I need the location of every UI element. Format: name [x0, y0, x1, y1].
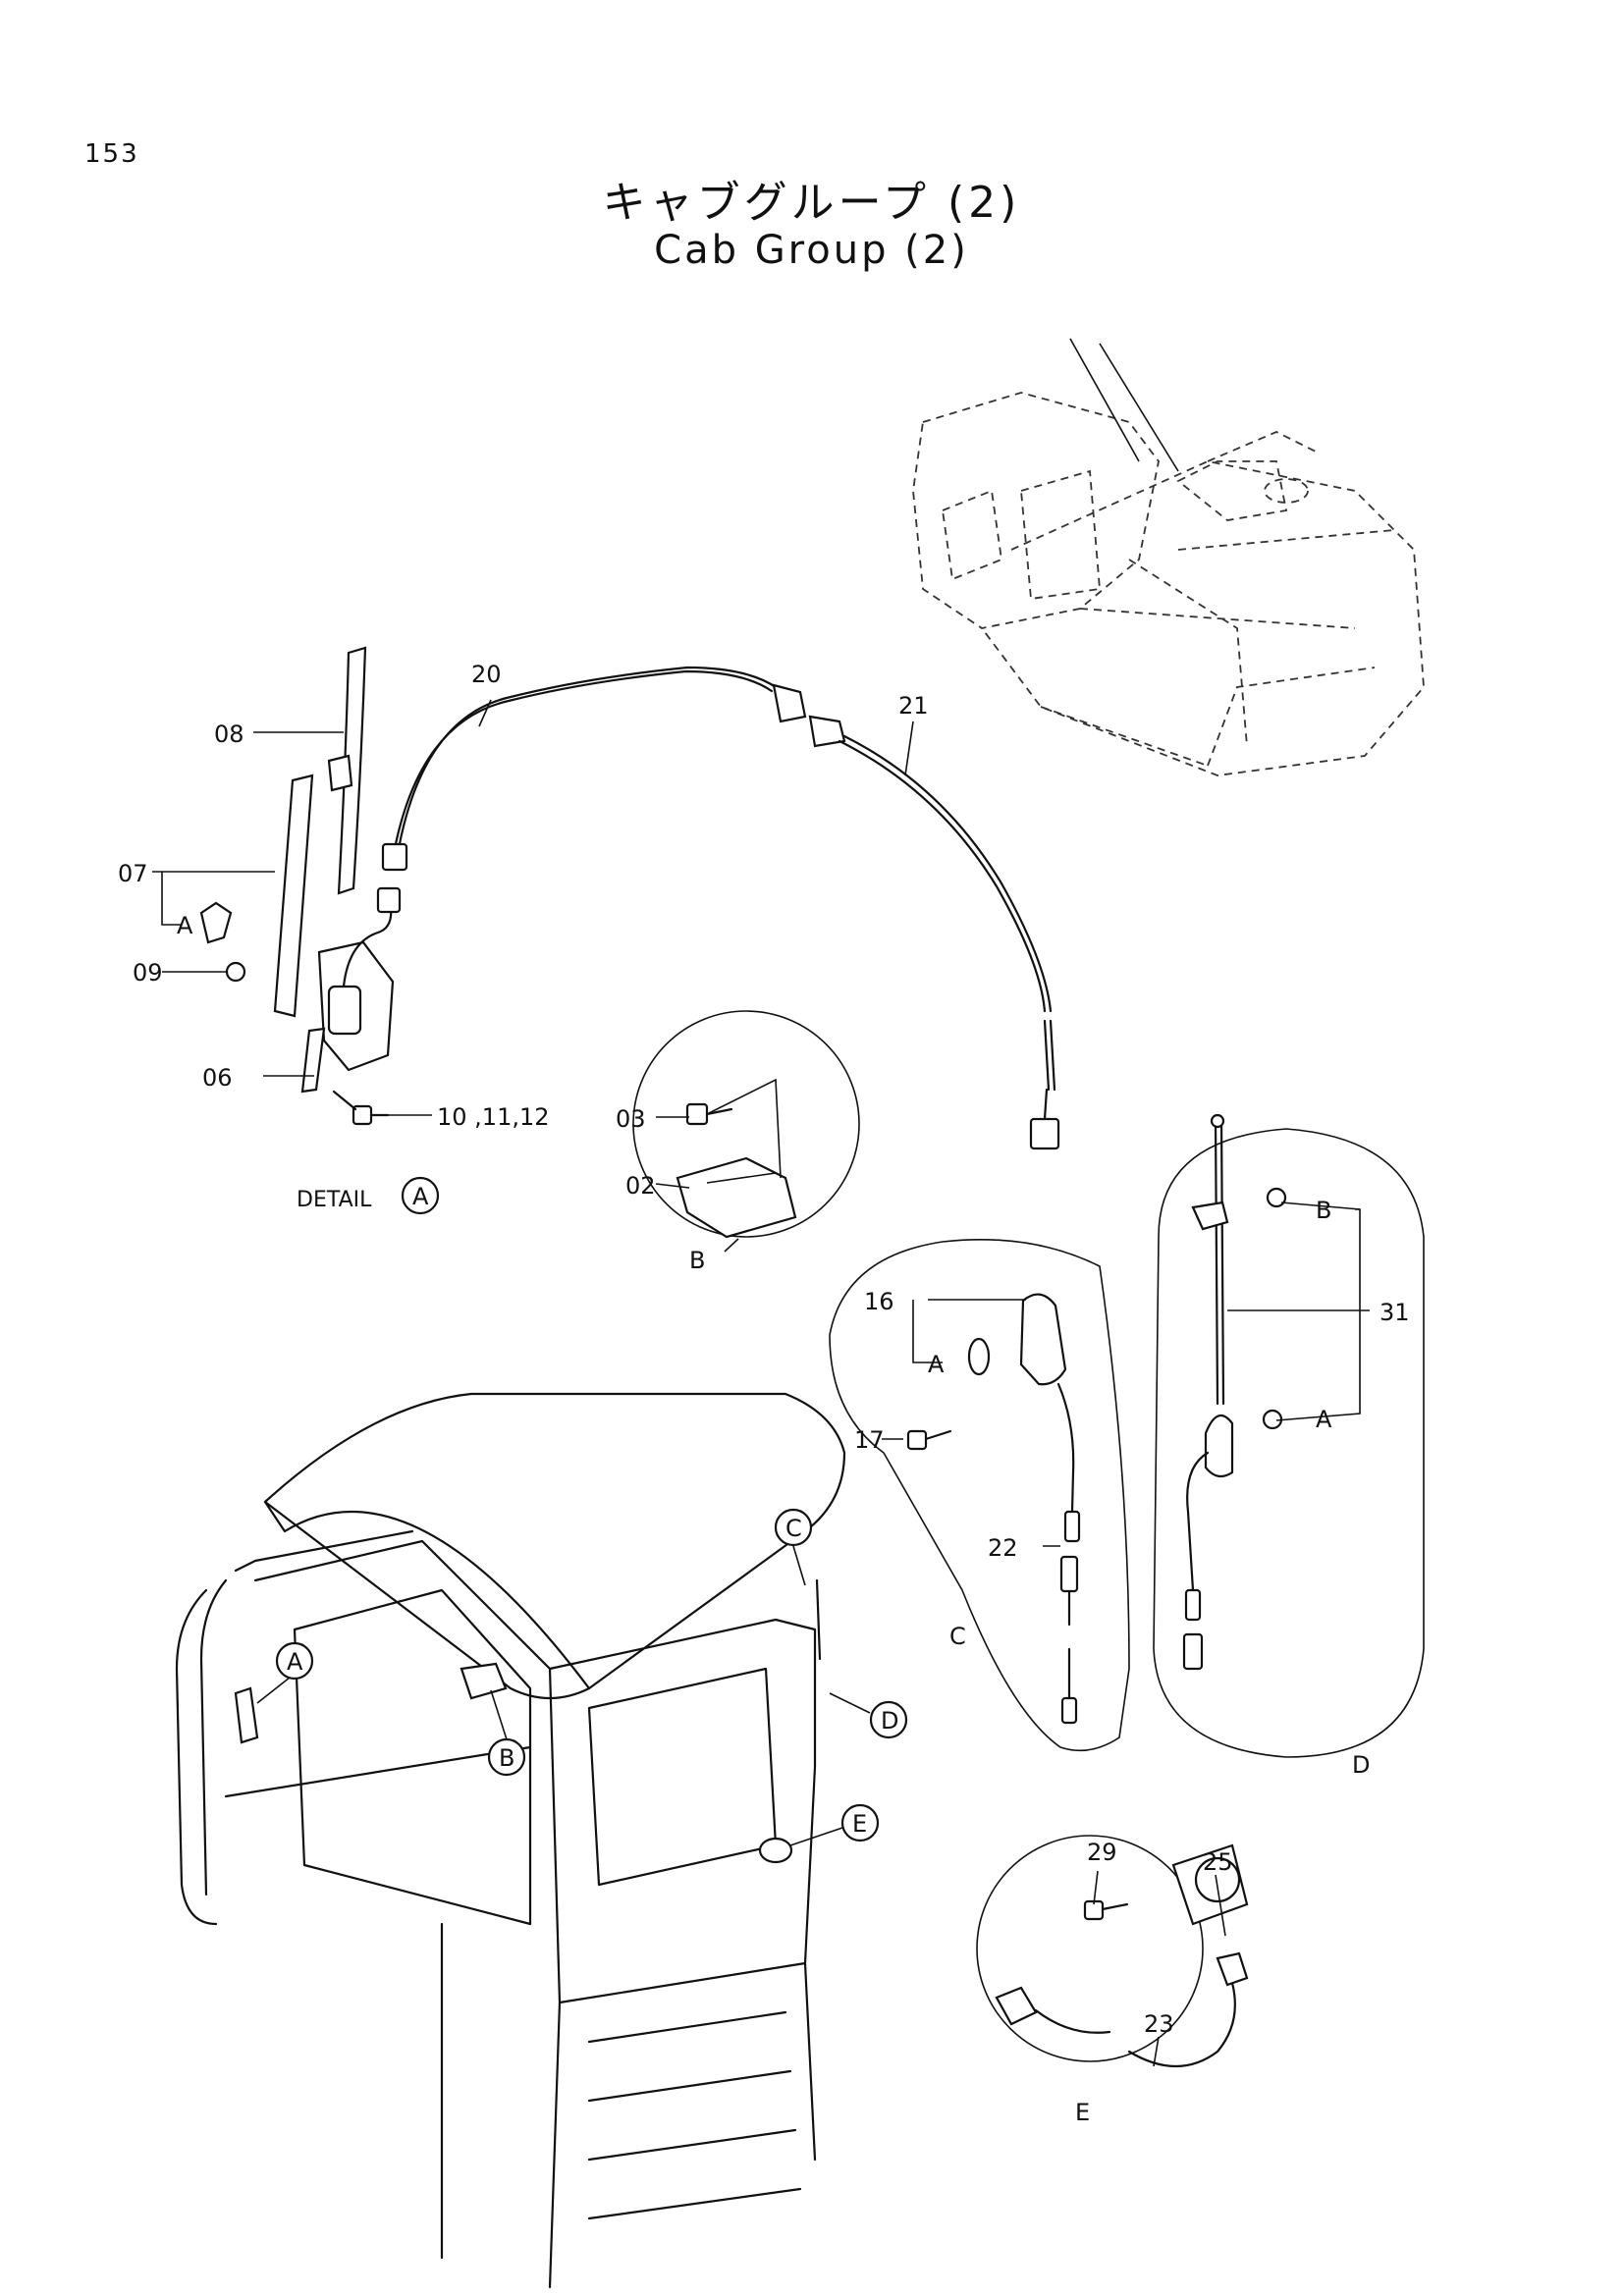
part-label-16-sub: A	[928, 1351, 945, 1378]
part-label-03: 03	[616, 1105, 646, 1133]
cab-callout-a: A	[287, 1648, 303, 1676]
part-label-02: 02	[625, 1172, 656, 1200]
cab-callout-e: E	[852, 1810, 867, 1838]
part-label-21: 21	[898, 692, 929, 720]
part-label-22: 22	[988, 1534, 1018, 1562]
cab-callout-d: D	[881, 1707, 898, 1735]
part-label-25: 25	[1203, 1848, 1233, 1876]
cab-callout-c: C	[785, 1515, 802, 1542]
detail-b-circle	[632, 1010, 860, 1239]
detail-e-label: E	[1075, 2099, 1090, 2126]
part-label-20: 20	[471, 661, 502, 688]
detail-label: DETAIL	[297, 1188, 372, 1212]
part-label-07: 07	[118, 860, 148, 887]
part-label-29: 29	[1087, 1839, 1117, 1866]
part-label-31-b: B	[1316, 1197, 1331, 1224]
detail-c-outline	[829, 1238, 1130, 1752]
part-label-06: 06	[202, 1064, 233, 1092]
part-label-17: 17	[854, 1426, 885, 1454]
detail-a-assembly	[199, 646, 402, 1126]
part-label-31: 31	[1380, 1299, 1410, 1326]
part-label-23: 23	[1144, 2010, 1174, 2038]
part-label-10-11-12: 10 ,11,12	[437, 1103, 550, 1131]
part-label-09: 09	[133, 959, 163, 987]
leader-lines	[152, 699, 1370, 2067]
part-label-31-a: A	[1316, 1406, 1332, 1433]
page-title-japanese: キャブグループ (2)	[602, 178, 1021, 228]
part-label-16: 16	[864, 1288, 894, 1315]
part-label-07-sub: A	[177, 912, 193, 939]
detail-c-label: C	[949, 1623, 966, 1650]
excavator-overview-illustration	[912, 338, 1425, 776]
cab-main-illustration	[175, 1392, 846, 2289]
detail-a-callout: A	[412, 1183, 429, 1210]
part-label-08: 08	[214, 721, 244, 748]
harness-20-21	[381, 666, 1060, 1150]
detail-d-outline	[1153, 1113, 1425, 1758]
detail-d-label: D	[1352, 1751, 1370, 1779]
page-title-english: Cab Group (2)	[654, 228, 969, 273]
detail-b-label: B	[689, 1247, 705, 1274]
callout-bubbles	[275, 1176, 908, 1842]
cab-callout-b: B	[499, 1744, 514, 1772]
page-number: 153	[84, 139, 139, 169]
